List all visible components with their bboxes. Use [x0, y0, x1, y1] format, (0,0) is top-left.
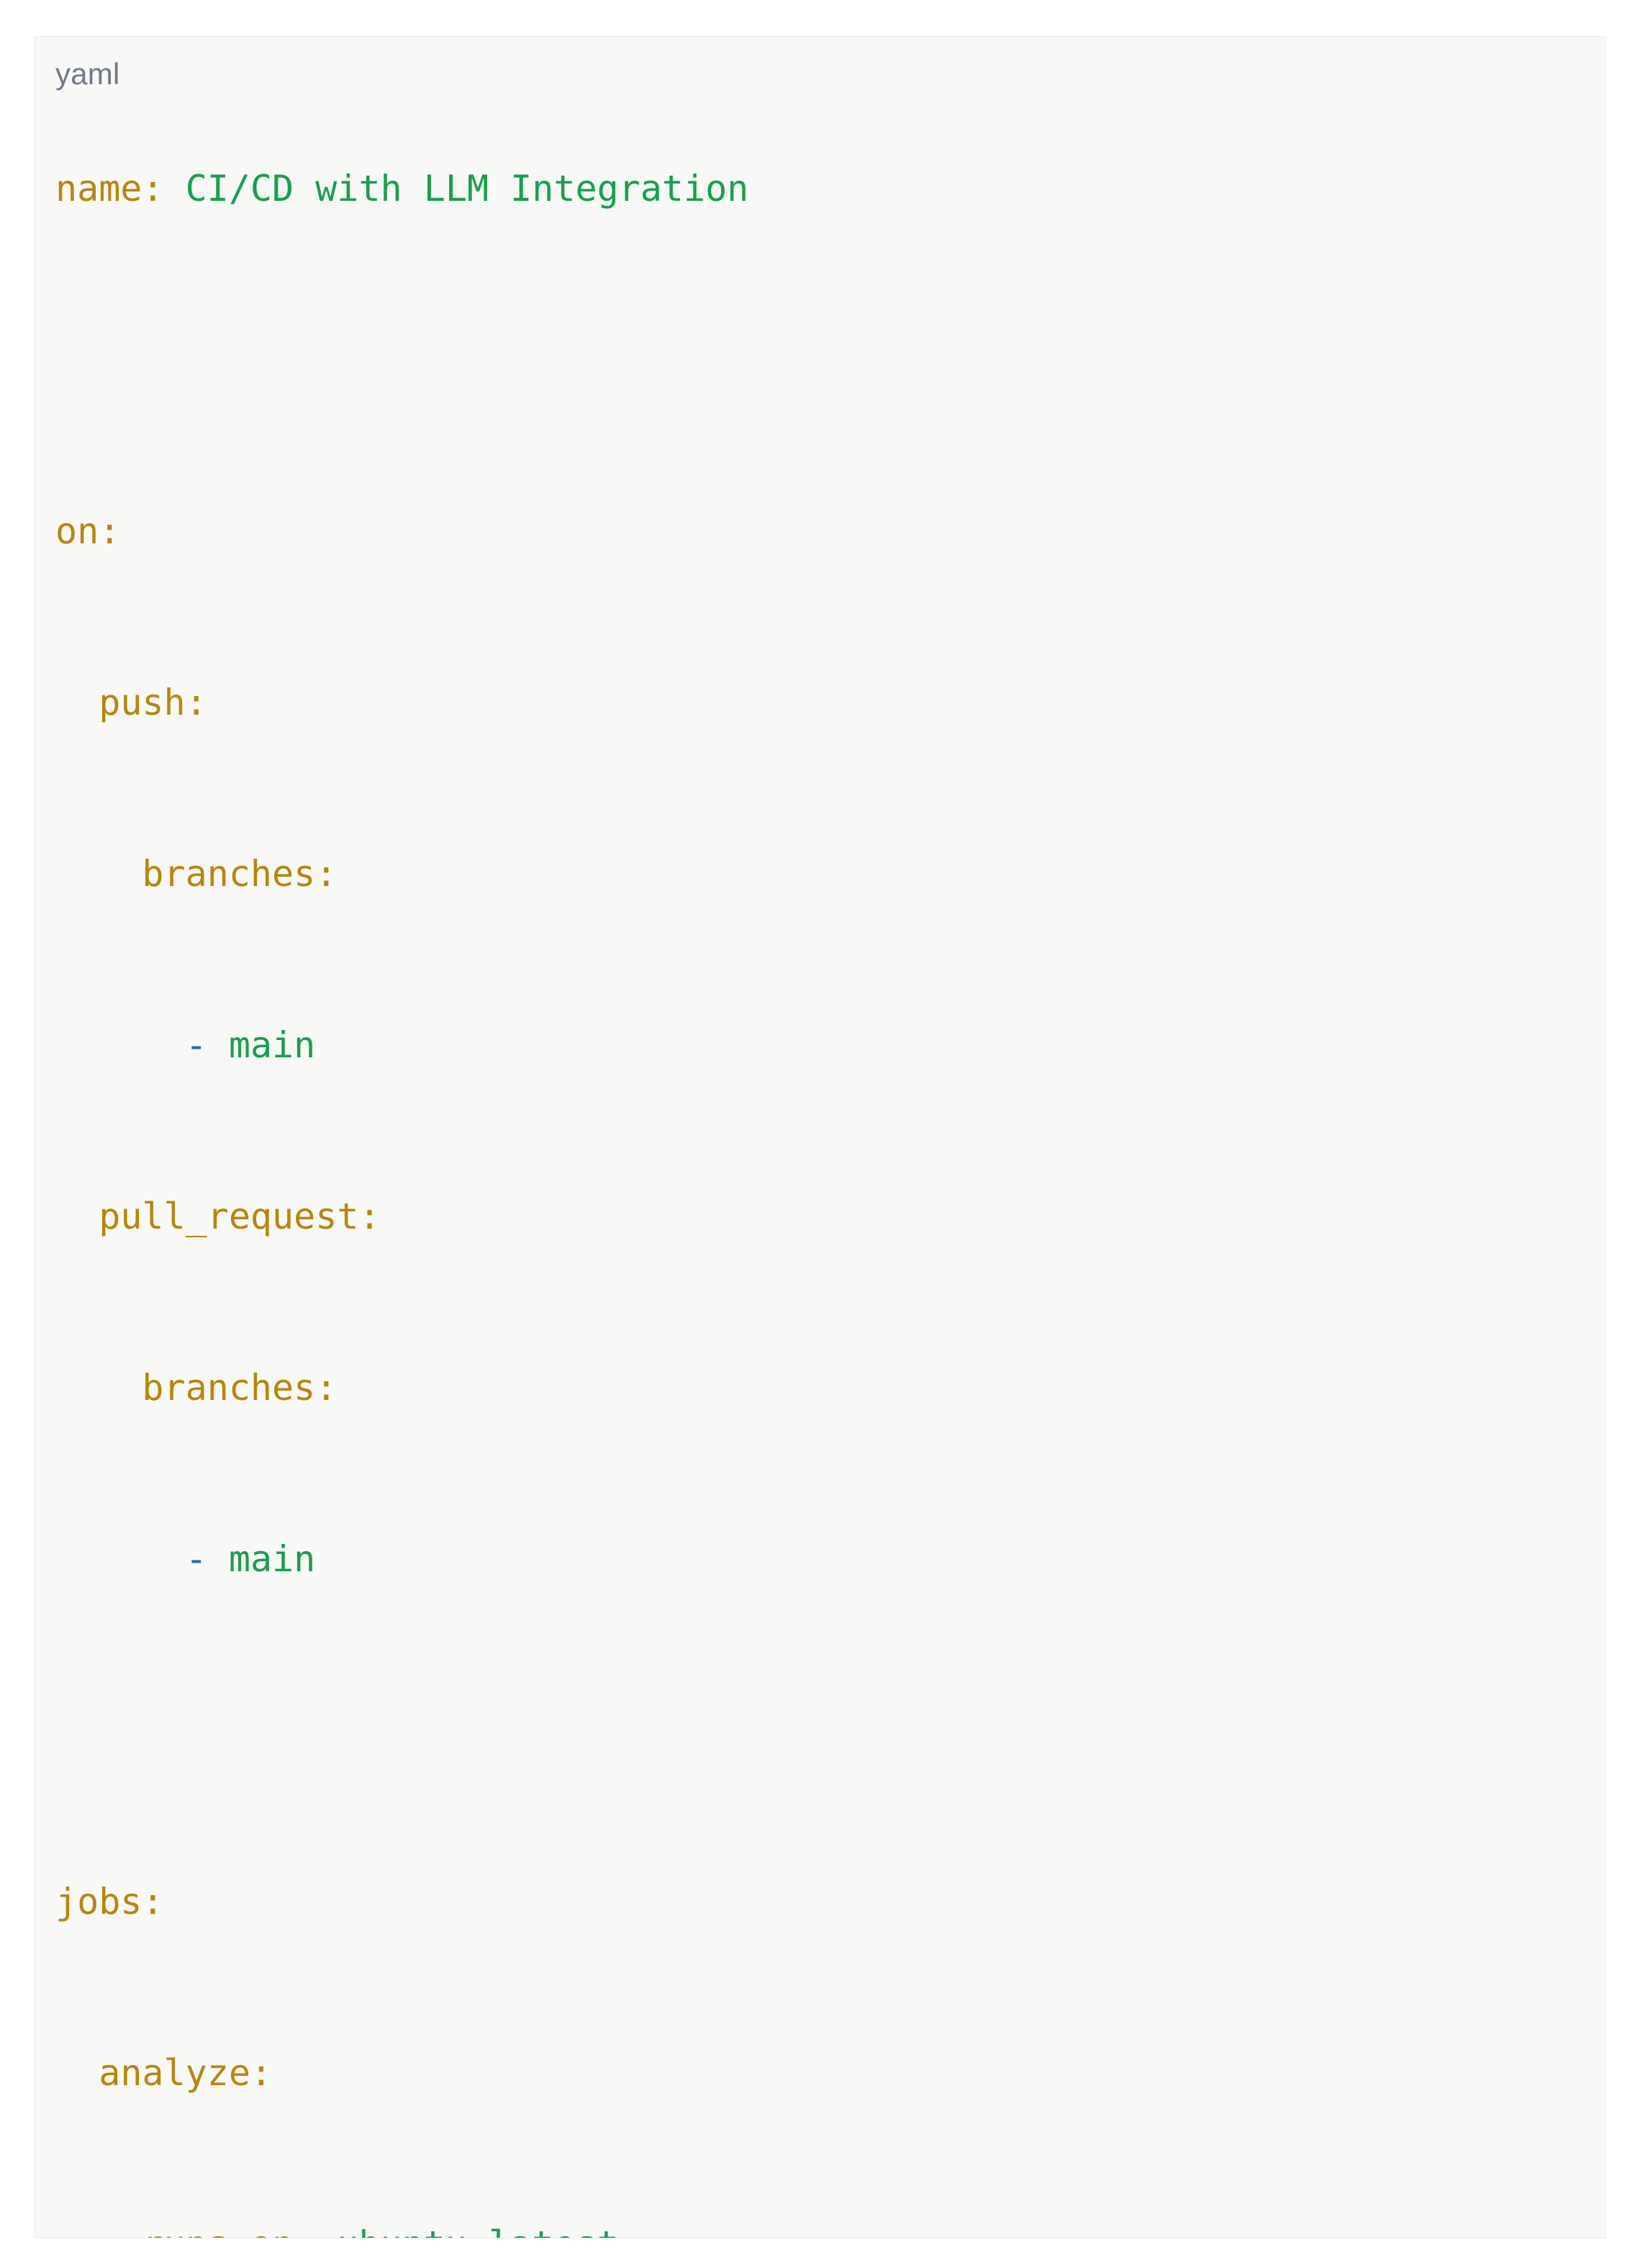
yaml-value: main — [207, 1538, 316, 1580]
code-indent — [55, 682, 99, 723]
code-line: runs-on: ubuntu-latest — [55, 2202, 1585, 2238]
yaml-key: runs-on: — [142, 2223, 315, 2238]
code-line: jobs: — [55, 1859, 1585, 1945]
list-dash: - — [185, 1024, 207, 1066]
code-line: branches: — [55, 831, 1585, 917]
code-line: on: — [55, 489, 1585, 574]
yaml-key: branches: — [142, 853, 338, 895]
yaml-key: on: — [55, 510, 121, 552]
code-indent — [55, 853, 142, 895]
code-block-card: yaml name: CI/CD with LLM Integration on… — [35, 36, 1606, 2238]
code-language-label: yaml — [55, 57, 120, 91]
code-line — [55, 1688, 1585, 1774]
yaml-key: analyze: — [99, 2052, 273, 2094]
code-line: branches: — [55, 1345, 1585, 1431]
code-line: pull_request: — [55, 1174, 1585, 1260]
yaml-key: branches: — [142, 1367, 338, 1409]
code-indent — [55, 1367, 142, 1409]
yaml-key: pull_request: — [99, 1196, 381, 1237]
code-line — [55, 317, 1585, 403]
code-indent — [55, 2223, 142, 2238]
yaml-key: name: — [55, 168, 164, 209]
yaml-value: main — [207, 1024, 316, 1066]
yaml-key: jobs: — [55, 1881, 164, 1923]
code-indent — [55, 2052, 99, 2094]
yaml-value: CI/CD with LLM Integration — [163, 168, 749, 209]
code-indent — [55, 1024, 186, 1066]
code-line: analyze: — [55, 2030, 1585, 2116]
list-dash: - — [185, 1538, 207, 1580]
code-line: - main — [55, 1517, 1585, 1602]
yaml-value: ubuntu-latest — [315, 2223, 618, 2238]
code-line: name: CI/CD with LLM Integration — [55, 146, 1585, 232]
yaml-code-content[interactable]: name: CI/CD with LLM Integration on: pus… — [55, 146, 1585, 2238]
code-line: - main — [55, 1003, 1585, 1088]
code-indent — [55, 1196, 99, 1237]
code-line: push: — [55, 660, 1585, 746]
code-body: name: CI/CD with LLM Integration on: pus… — [35, 146, 1606, 2238]
code-indent — [55, 1538, 186, 1580]
yaml-key: push: — [99, 682, 207, 723]
